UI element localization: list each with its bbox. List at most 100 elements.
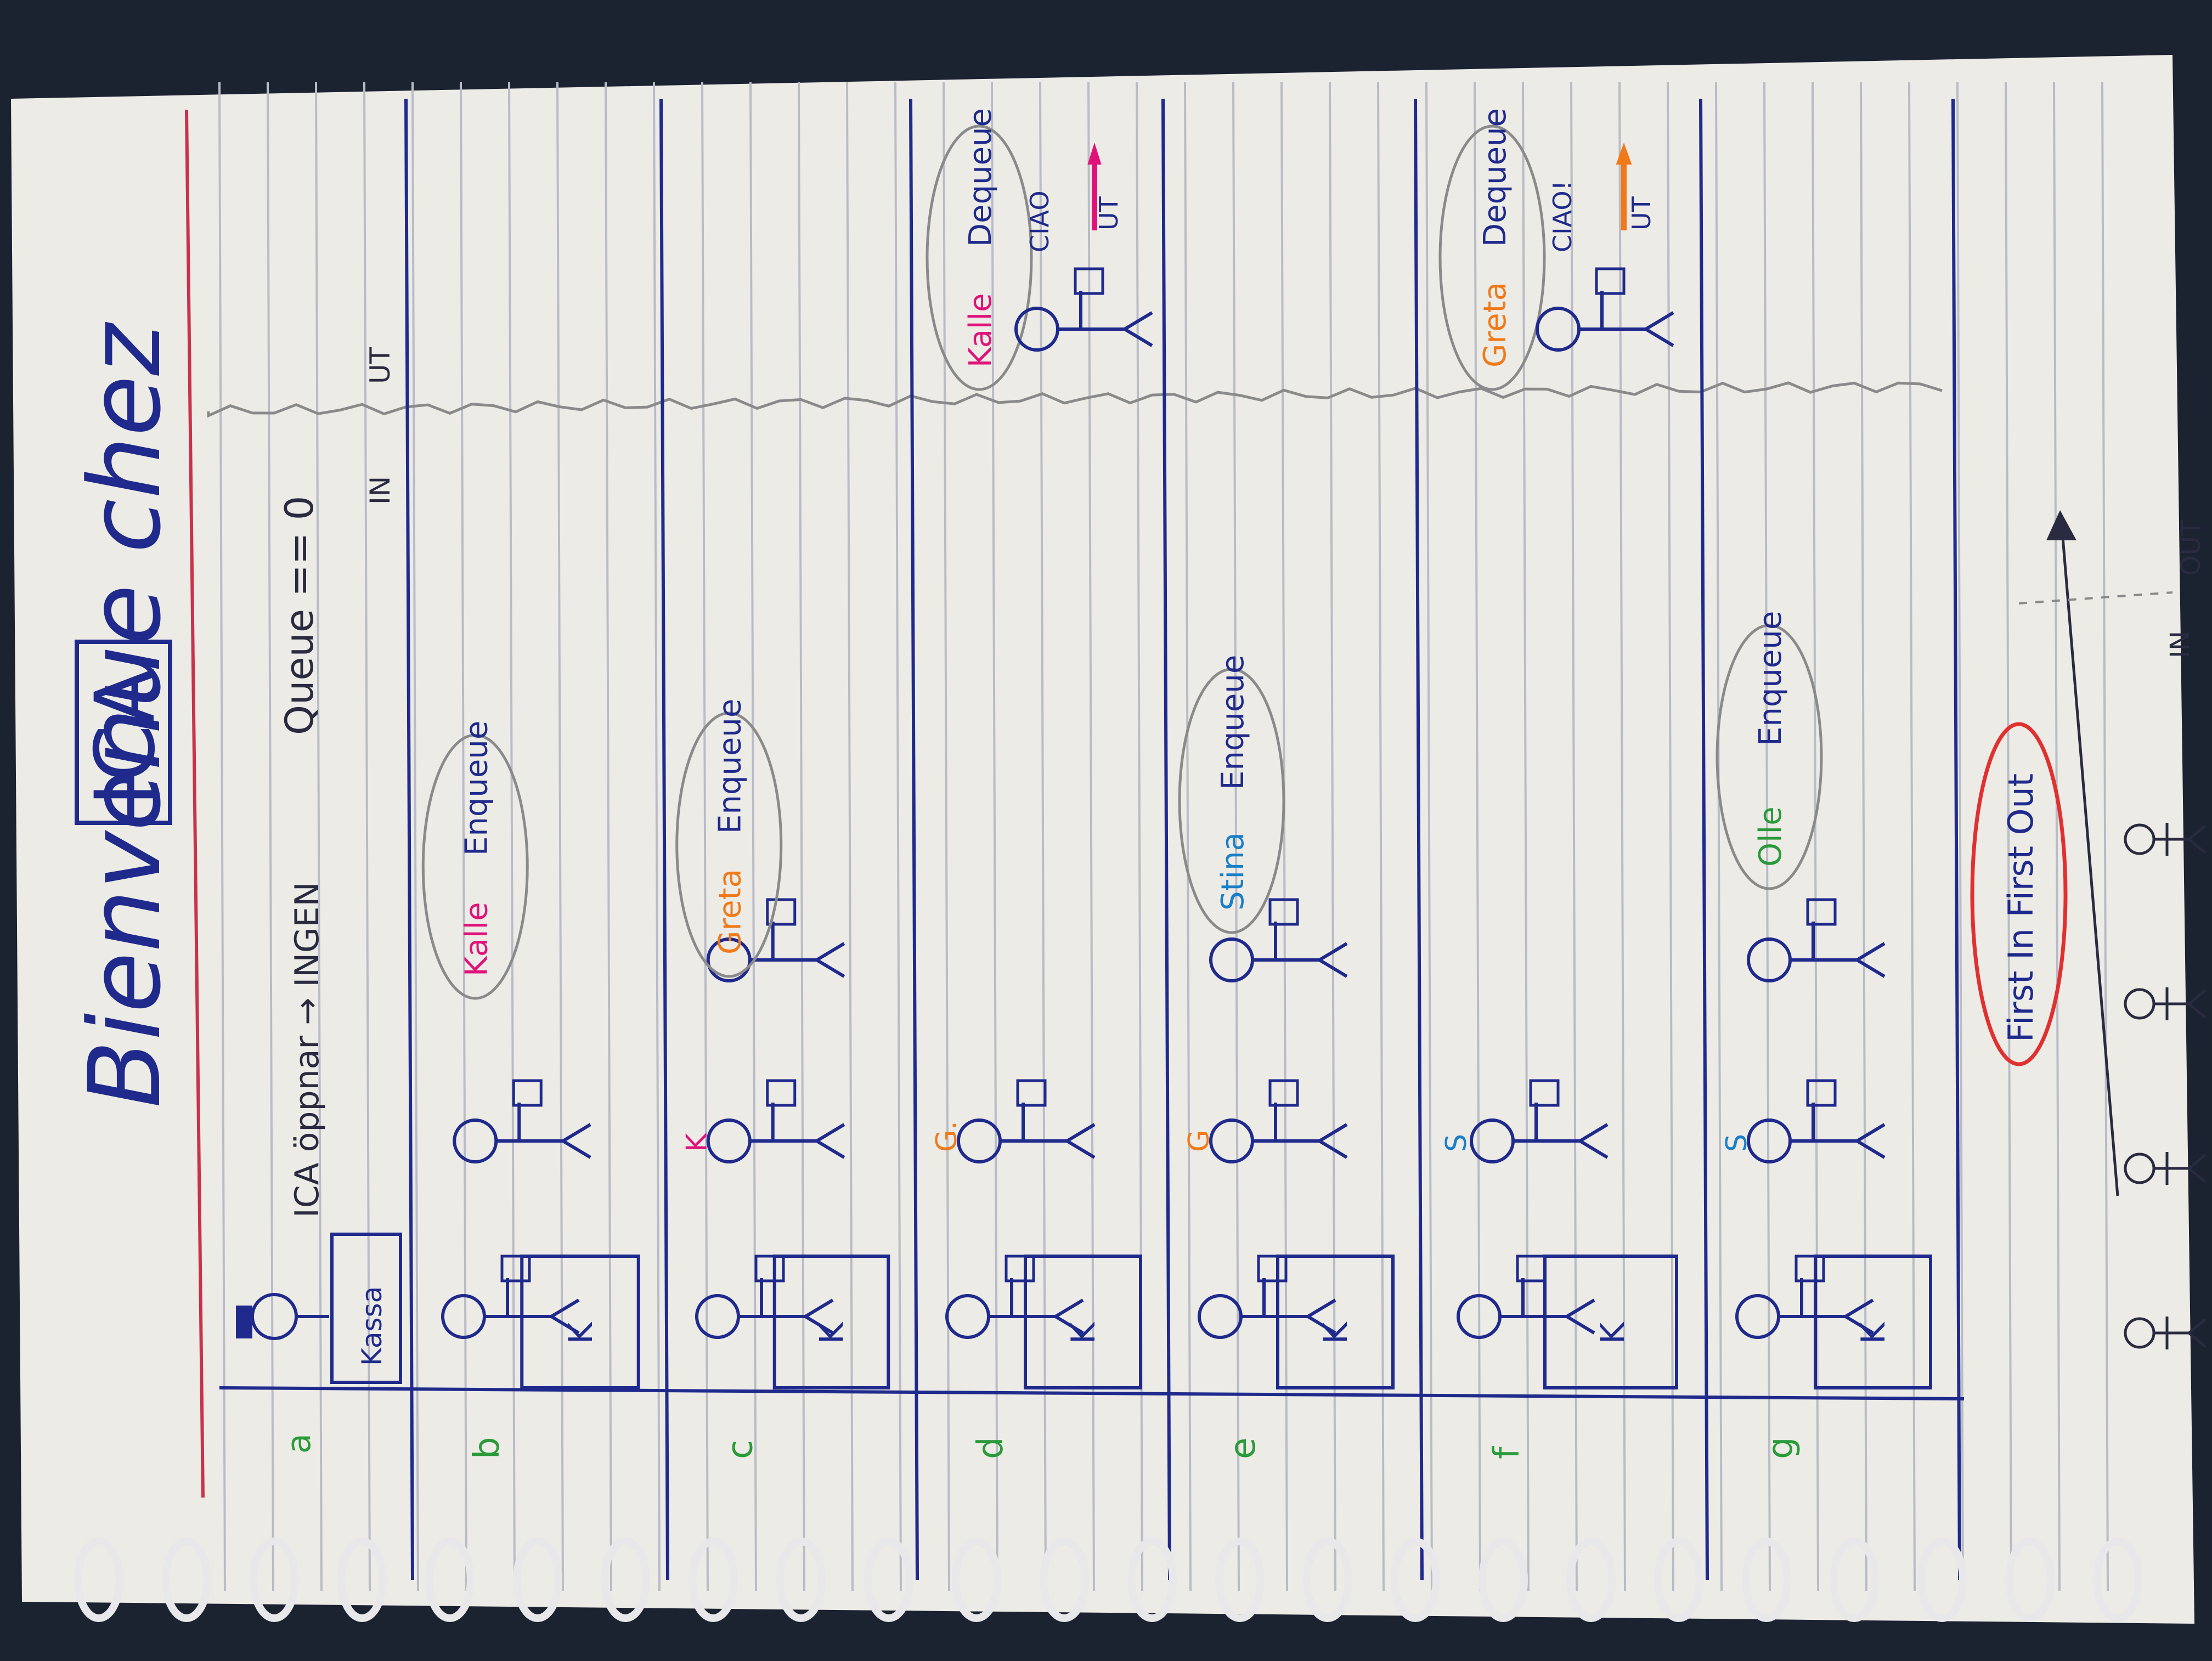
event-bubble (1178, 668, 1285, 934)
cashier-figure (1457, 1255, 1595, 1339)
ruled-line (1425, 82, 1433, 1591)
ruled-line (1522, 82, 1530, 1591)
ruled-line (460, 82, 467, 1591)
leaving-customer-figure (1014, 267, 1153, 352)
ruled-line (508, 82, 516, 1591)
ruled-line (1280, 82, 1288, 1591)
ruled-line (1087, 82, 1095, 1591)
ruled-line (2053, 82, 2061, 1591)
event-name: Kalle (963, 293, 998, 368)
event-name: Olle (1753, 806, 1788, 867)
ruled-line (1618, 82, 1626, 1591)
ruled-line (1812, 82, 1819, 1591)
customer-label: G (1183, 1130, 1216, 1152)
customer-figure (453, 1079, 591, 1163)
step-letter: b (467, 1437, 507, 1459)
ruled-line (556, 82, 564, 1591)
register-box (520, 1255, 640, 1389)
kassa-register-label: Kassa (356, 1286, 388, 1366)
ciao-text: CIAO! (1548, 180, 1577, 252)
ciao-text: CIAO (1025, 190, 1054, 252)
customer-figure (1209, 898, 1348, 982)
spiral-ring (250, 1538, 299, 1622)
customer-figure (706, 898, 845, 982)
register-box (1543, 1255, 1678, 1389)
ruled-line (1329, 82, 1336, 1591)
ruled-line (1763, 82, 1771, 1591)
axis-person-icon (2124, 823, 2207, 856)
ruled-line (1570, 82, 1578, 1591)
customer-label: G. (930, 1121, 963, 1152)
customer-label: S (1440, 1134, 1473, 1152)
ruled-line (1715, 82, 1723, 1591)
customer-figure (957, 1079, 1096, 1163)
panel-separator (404, 98, 414, 1580)
ruled-line (2101, 82, 2109, 1591)
ruled-line (1474, 82, 1481, 1591)
panel-separators (404, 98, 1961, 1580)
axis-person-icon (2124, 1317, 2207, 1349)
title-prefix: Bienvenue chez (68, 322, 183, 1108)
spiral-ring (1742, 1538, 1791, 1622)
spiral-ring (1479, 1538, 1528, 1622)
queue-state: Queue == 0 (277, 496, 322, 735)
spiral-ring (337, 1538, 387, 1622)
customer-figure (706, 1079, 845, 1163)
register-box (772, 1255, 890, 1389)
axis-people (2124, 823, 2207, 1349)
spiral-ring (1566, 1538, 1616, 1622)
spiral-ring (952, 1538, 1001, 1622)
cashier-figure (695, 1255, 834, 1339)
event-name: Greta (713, 869, 748, 954)
customer-figure (1747, 1079, 1886, 1163)
customer-figure (1209, 1079, 1348, 1163)
spiral-ring (1215, 1538, 1265, 1622)
customer-label: S (1720, 1134, 1753, 1152)
spiral-ring (513, 1538, 562, 1622)
fifo-text: First In First Out (2001, 773, 2041, 1042)
step-letter: f (1487, 1446, 1527, 1459)
ruled-line (1908, 82, 1916, 1591)
ruled-line (943, 82, 950, 1591)
panel-separator (1951, 98, 1961, 1580)
step-letter: g (1760, 1437, 1801, 1459)
register-box (1814, 1255, 1932, 1389)
step-letter: d (970, 1437, 1011, 1459)
spiral-ring (1830, 1538, 1879, 1622)
cashier-figure-a (236, 1293, 329, 1340)
panel-a-note: ICA öppnar → INGEN (288, 882, 326, 1218)
ruled-line (1039, 82, 1047, 1591)
customer-figure (1747, 898, 1886, 982)
spiral-ring (689, 1538, 738, 1622)
ruled-line (798, 82, 805, 1591)
event-action: Enqueue (1753, 611, 1788, 746)
steps-container: bKKalleEnqueuecKKGretaEnqueuedKG.KalleDe… (421, 108, 1932, 1459)
exit-arrowhead-icon (1616, 143, 1632, 165)
ruled-line (218, 82, 226, 1591)
spiral-ring (1303, 1538, 1352, 1622)
kassa-register-box (330, 1233, 402, 1384)
ruled-line (2005, 82, 2012, 1591)
spiral-ring (2093, 1538, 2142, 1622)
queue-axis-line (2061, 537, 2119, 1196)
spiral-ring (776, 1538, 826, 1622)
register-box (1276, 1255, 1395, 1389)
panel-separator (1161, 98, 1171, 1580)
fifo-border (1970, 722, 2068, 1066)
ruled-line (315, 82, 323, 1591)
event-bubble (421, 733, 529, 1000)
ruled-line (846, 82, 854, 1591)
ica-box (75, 640, 172, 825)
event-action: Dequeue (963, 108, 998, 247)
ruled-line (894, 82, 902, 1591)
ruled-line (1184, 82, 1192, 1591)
axis-person-icon (2124, 987, 2207, 1020)
panel-a-letter: a (280, 1433, 318, 1454)
panel-separator (1414, 98, 1424, 1580)
